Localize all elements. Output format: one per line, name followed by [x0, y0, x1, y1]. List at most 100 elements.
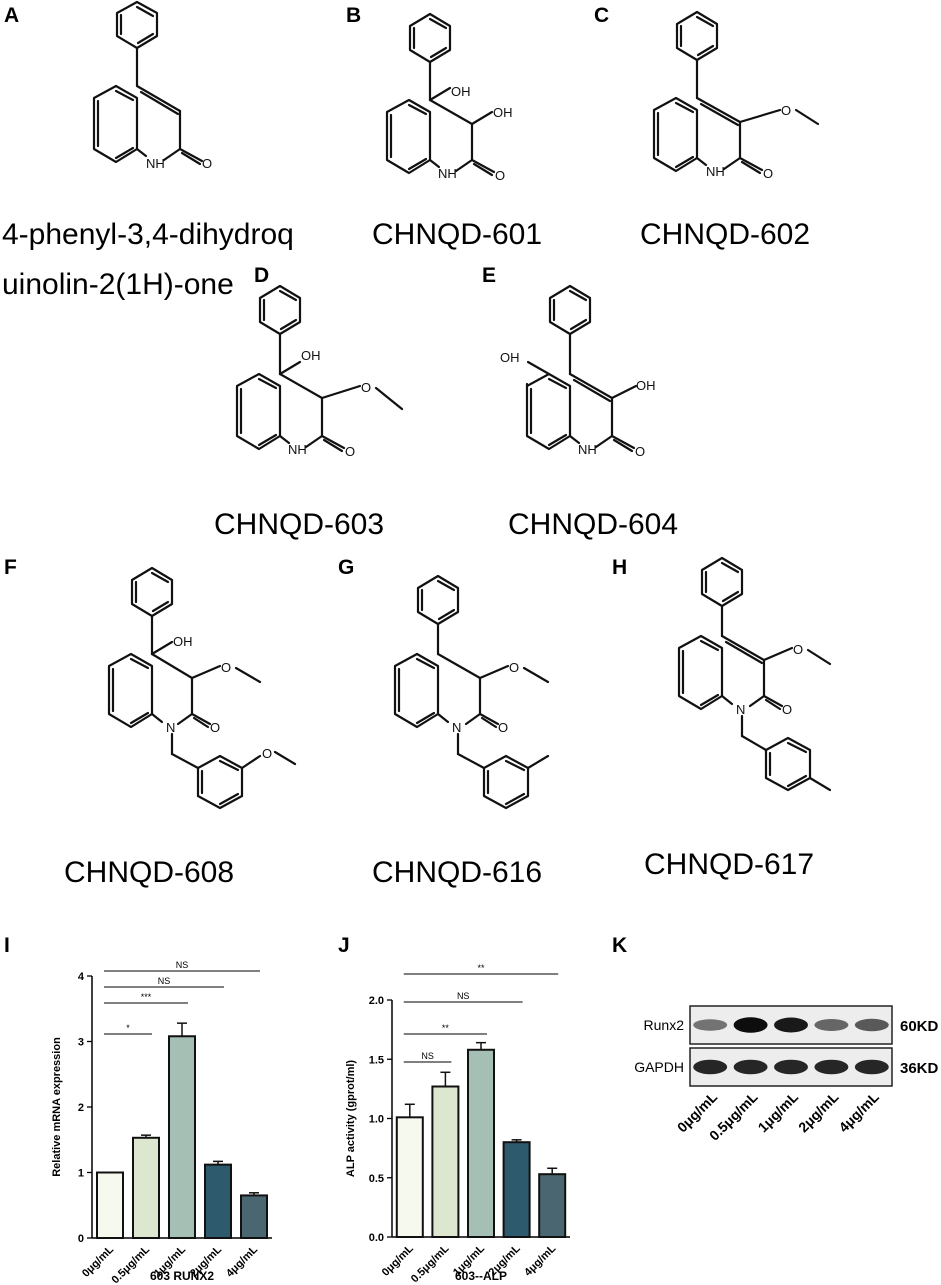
svg-text:NH: NH [288, 442, 307, 457]
y-tick-label: 0 [78, 1233, 84, 1245]
compound-name-d: CHNQD-603 [214, 508, 385, 541]
panel-label-d: D [254, 264, 270, 287]
blot-band [774, 1017, 808, 1033]
bar [395, 1116, 424, 1238]
y-tick-label: 1.5 [369, 1054, 384, 1066]
significance-label: ** [442, 1023, 450, 1033]
svg-text:O: O [262, 746, 272, 761]
bar [538, 1173, 567, 1239]
bar [204, 1163, 232, 1239]
protein-label: Runx2 [644, 1017, 685, 1033]
blot-band [693, 1059, 728, 1075]
svg-text:OH: OH [301, 348, 321, 363]
significance-label: NS [421, 1051, 434, 1061]
svg-text:O: O [782, 702, 792, 717]
blot-band [733, 1059, 768, 1075]
y-tick-label: 2 [78, 1102, 84, 1114]
structure-f: OH O O N O [107, 566, 297, 810]
lane-label: 1μg/mL [755, 1088, 802, 1135]
svg-text:O: O [763, 166, 773, 181]
structure-c: O NH O [652, 10, 820, 181]
y-tick-label: 3 [78, 1037, 84, 1049]
svg-text:O: O [498, 720, 508, 735]
svg-text:NH: NH [706, 164, 725, 179]
structure-g: O O N [393, 574, 550, 810]
structure-h: O O N [677, 556, 832, 792]
significance-label: *** [141, 992, 152, 1002]
blot-band [774, 1059, 808, 1075]
blot-band [814, 1059, 849, 1075]
compound-name-g: CHNQD-616 [372, 856, 543, 889]
svg-text:O: O [781, 103, 791, 118]
lane-label: 4μg/mL [835, 1088, 882, 1135]
lane-label: 2μg/mL [795, 1088, 842, 1135]
compound-name-e: CHNQD-604 [508, 508, 679, 541]
structure-e: OH OH NH O [500, 284, 656, 459]
blot-band [693, 1019, 728, 1031]
structure-a: NH O [92, 0, 212, 171]
svg-text:NH: NH [438, 166, 457, 181]
svg-text:N: N [166, 720, 175, 735]
panel-label-k: K [612, 934, 628, 957]
x-tick-label: 4μg/mL [522, 1242, 558, 1278]
blot-band [854, 1018, 889, 1032]
blot-band [733, 1017, 768, 1033]
bar [502, 1141, 531, 1238]
svg-text:O: O [210, 720, 220, 735]
y-tick-label: 0.0 [369, 1232, 384, 1244]
x-tick-label: 0μg/mL [380, 1242, 416, 1278]
significance-label: ** [477, 963, 485, 973]
y-tick-label: 2.0 [369, 995, 384, 1007]
panel-label-j: J [338, 934, 350, 957]
svg-text:N: N [736, 702, 745, 717]
blot-band [854, 1059, 889, 1075]
x-axis-label: 603--ALP [455, 1269, 507, 1283]
y-tick-label: 1.0 [369, 1114, 384, 1126]
y-tick-label: 0.5 [369, 1173, 384, 1185]
significance-label: NS [176, 960, 189, 970]
compound-name-b: CHNQD-601 [372, 218, 543, 251]
panel-label-h: H [612, 556, 628, 579]
svg-text:O: O [495, 168, 505, 183]
bar [240, 1194, 268, 1240]
molecular-weight-label: 36KD [900, 1060, 939, 1077]
bar [132, 1136, 160, 1239]
panel-label-b: B [346, 4, 362, 27]
panel-label-e: E [482, 264, 497, 287]
blot-band [814, 1019, 849, 1031]
x-tick-label: 0.5μg/mL [109, 1243, 152, 1285]
molecular-weight-label: 60KD [900, 1018, 939, 1035]
compound-name-c: CHNQD-602 [640, 218, 811, 251]
bar [96, 1171, 124, 1239]
significance-label: NS [158, 976, 171, 986]
svg-text:O: O [221, 660, 231, 675]
x-tick-label: 0.5μg/mL [409, 1242, 452, 1285]
compound-name-a-line1: 4-phenyl-3,4-dihydroq [2, 218, 294, 251]
svg-text:O: O [345, 444, 355, 459]
panel-label-c: C [594, 4, 610, 27]
x-axis-label: 603 RUNX2 [150, 1269, 214, 1283]
compound-name-f: CHNQD-608 [64, 856, 235, 889]
panel-label-g: G [338, 556, 355, 579]
significance-label: * [126, 1023, 130, 1033]
significance-label: NS [457, 991, 470, 1001]
bar [431, 1085, 460, 1238]
structure-d: OH O NH O [235, 284, 404, 459]
svg-text:O: O [509, 660, 519, 675]
svg-text:OH: OH [173, 634, 193, 649]
svg-text:O: O [361, 380, 371, 395]
bar [168, 1035, 196, 1240]
svg-text:O: O [635, 444, 645, 459]
svg-text:NH: NH [146, 156, 165, 171]
svg-text:O: O [202, 156, 212, 171]
panel-label-i: I [4, 934, 10, 957]
x-tick-label: 4μg/mL [224, 1243, 260, 1279]
y-tick-label: 1 [78, 1168, 84, 1180]
svg-text:O: O [793, 642, 803, 657]
panel-label-a: A [4, 4, 20, 27]
y-tick-label: 4 [78, 971, 85, 983]
svg-text:OH: OH [636, 378, 656, 393]
